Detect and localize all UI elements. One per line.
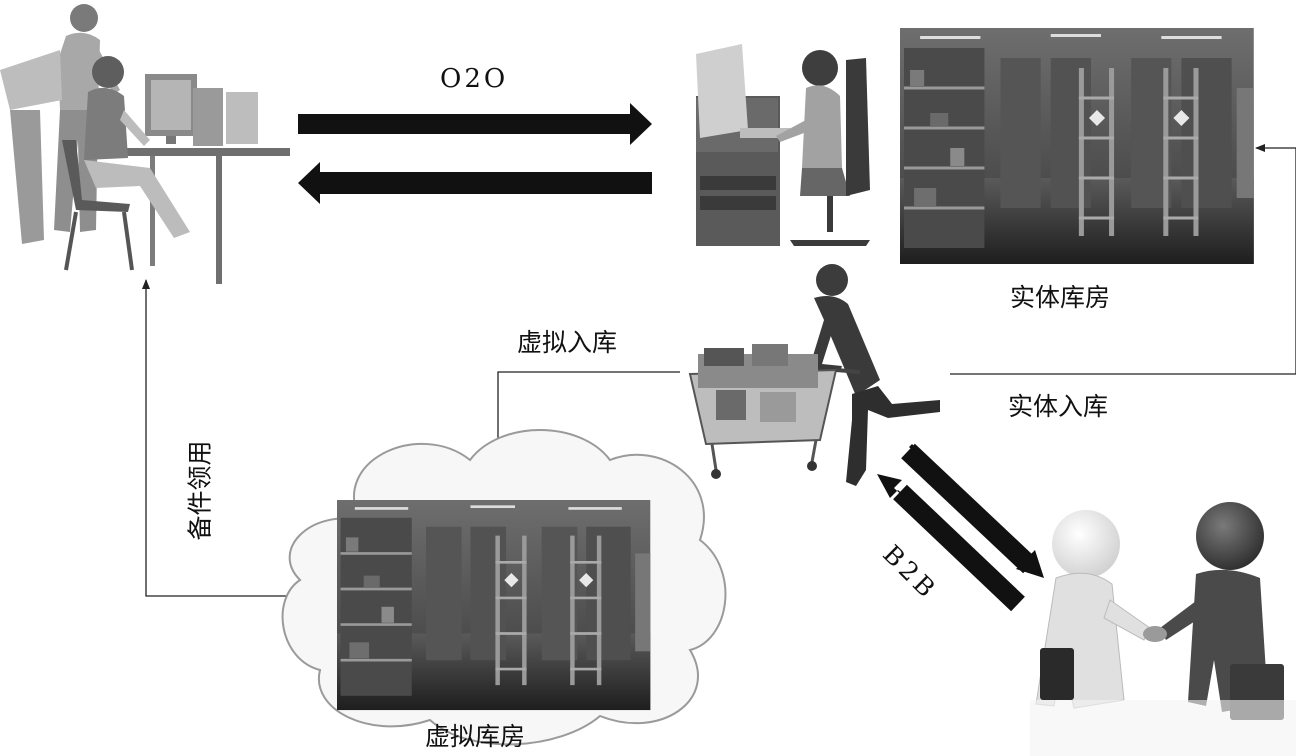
physical-warehouse-label: 实体库房 (1010, 283, 1111, 312)
virtual-stock-in-connector (494, 371, 680, 455)
woman-at-computer-icon (696, 44, 870, 246)
two-people-at-computer-icon (0, 4, 290, 284)
virtual-stock-in-label: 虚拟入库 (517, 328, 618, 357)
virtual-warehouse-label: 虚拟库房 (425, 722, 526, 751)
physical-stock-in-label: 实体入库 (1008, 392, 1109, 421)
o2o-arrows (298, 103, 652, 204)
b2b-arrows (877, 443, 1044, 612)
o2o-arrow-left (298, 162, 652, 204)
o2o-arrow-right (298, 103, 652, 145)
virtual-warehouse-cloud (281, 429, 727, 746)
o2o-label: O2O (440, 64, 509, 94)
woman-with-shopping-cart-icon (688, 264, 940, 486)
physical-stock-in-connector (950, 144, 1296, 375)
spare-parts-requisition-label: 备件领用 (185, 440, 215, 541)
virtual-warehouse-photo (335, 498, 652, 712)
spare-parts-connector (142, 279, 290, 597)
handshake-icon (1035, 502, 1284, 720)
connectors (142, 144, 1296, 597)
physical-warehouse-photo (898, 26, 1256, 266)
